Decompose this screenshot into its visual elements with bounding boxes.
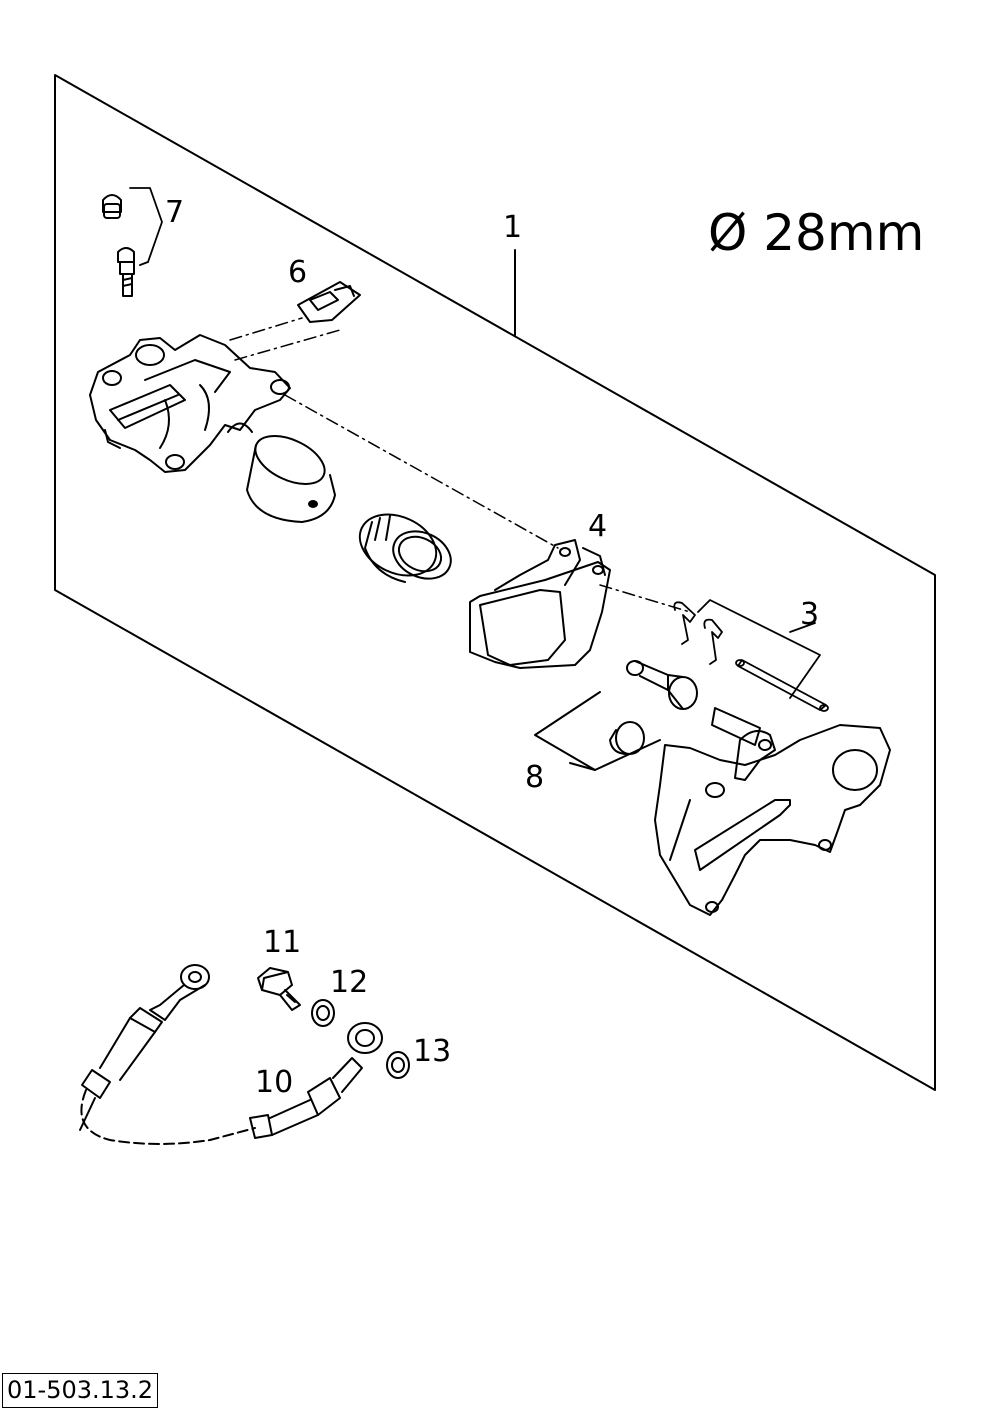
brake-hose	[79, 964, 383, 1145]
callout-1: 1	[503, 210, 523, 245]
pad-spring	[297, 281, 361, 323]
callout-3: 3	[800, 597, 820, 632]
assembly-frame	[54, 74, 936, 1091]
piston-diameter-label: Ø 28mm	[708, 204, 925, 262]
caliper-piston	[246, 435, 336, 523]
banjo-bolt	[257, 967, 301, 1011]
callout-4: 4	[588, 509, 608, 544]
callout-6: 6	[288, 255, 308, 290]
pad-pin-and-clips	[673, 599, 829, 712]
callout-7: 7	[165, 195, 185, 230]
callout-10: 10	[255, 1065, 294, 1100]
reference-code: 01-503.13.2	[2, 1373, 159, 1408]
callout-11: 11	[263, 925, 302, 960]
caliper-slide-pins	[534, 660, 761, 771]
caliper-bracket	[654, 724, 891, 916]
construction-lines	[229, 317, 691, 613]
callout-13: 13	[413, 1034, 452, 1069]
caliper-body	[89, 334, 291, 473]
callout-8: 8	[525, 760, 545, 795]
piston-boot	[358, 513, 452, 583]
bleeder-screws	[102, 187, 163, 297]
sealing-washer-13	[386, 1051, 410, 1079]
brake-pads	[469, 539, 611, 669]
callout-12: 12	[330, 965, 369, 1000]
sealing-washer-12	[311, 999, 335, 1027]
